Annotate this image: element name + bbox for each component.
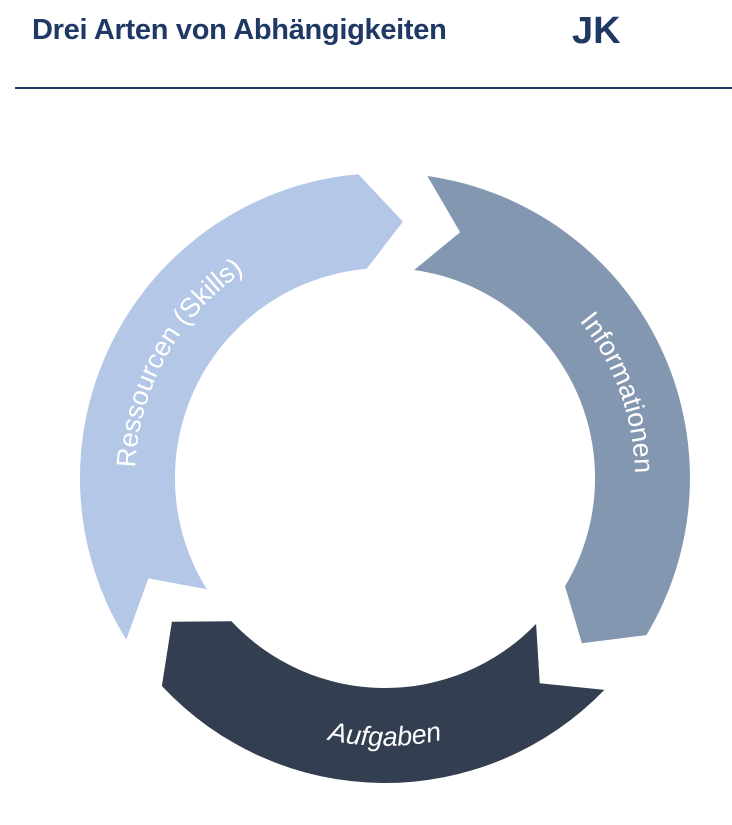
header-divider [15, 87, 732, 89]
segment-ressourcen [79, 174, 403, 640]
segment-informationen [414, 176, 690, 644]
segment-aufgaben [161, 621, 605, 784]
logo: JK [572, 10, 621, 52]
page-title: Drei Arten von Abhängigkeiten [32, 14, 447, 46]
